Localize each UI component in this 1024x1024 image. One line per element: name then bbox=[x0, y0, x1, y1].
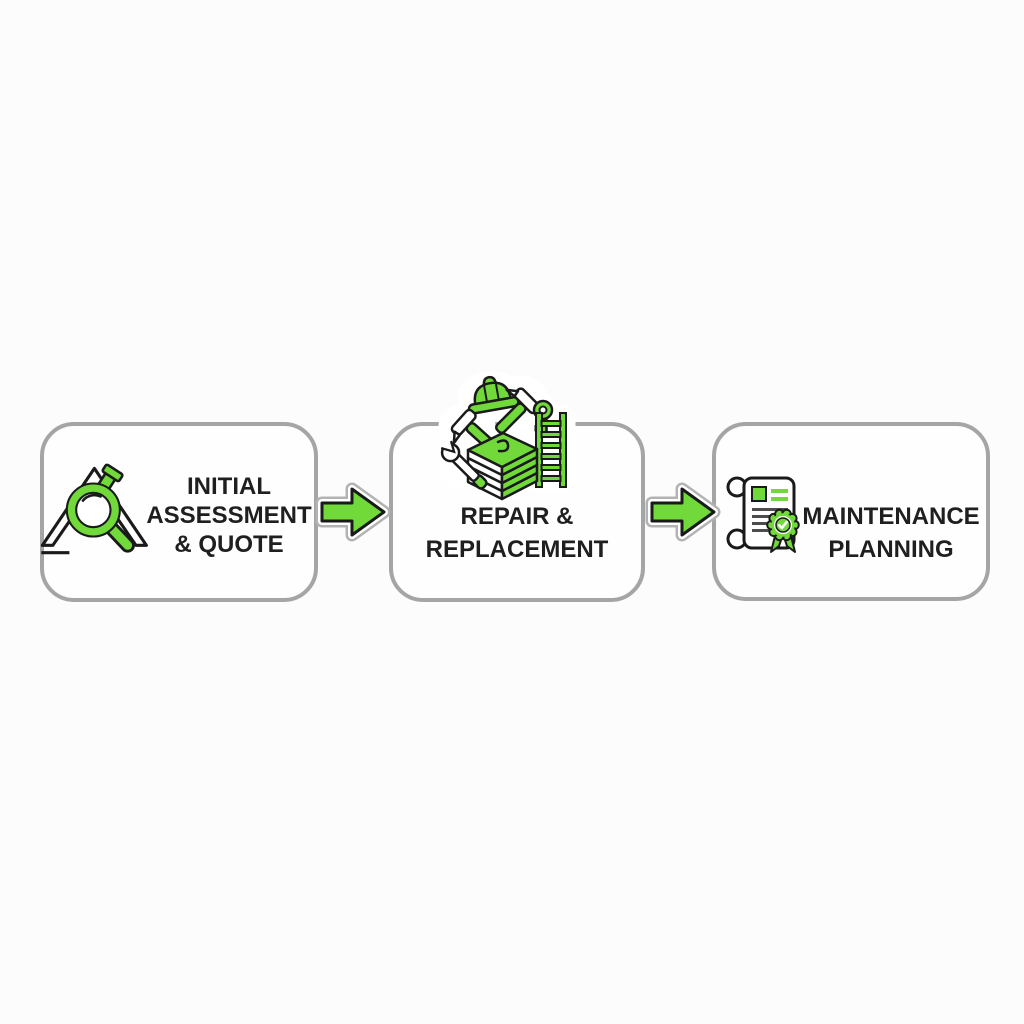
step-label-line: MAINTENANCE bbox=[802, 503, 980, 530]
hammer-icon bbox=[495, 387, 541, 434]
step-label-line: PLANNING bbox=[828, 536, 954, 563]
step-label: MAINTENANCE PLANNING bbox=[796, 500, 986, 566]
plan-scroll-certificate-icon bbox=[726, 476, 800, 553]
step-label-line: INITIAL bbox=[187, 473, 271, 500]
arrow-right-icon bbox=[315, 482, 391, 542]
construction-tools-icon bbox=[438, 371, 576, 502]
ladder-icon bbox=[535, 412, 567, 488]
wrench-icon bbox=[439, 438, 488, 490]
certified-badge-icon bbox=[766, 508, 800, 542]
arrow-right-icon bbox=[645, 482, 721, 542]
step-label: REPAIR & REPLACEMENT bbox=[393, 500, 641, 566]
step-label-line: REPLACEMENT bbox=[425, 536, 609, 563]
roof-inspection-magnifier-icon bbox=[40, 463, 148, 555]
step-label-line: ASSESSMENT bbox=[146, 502, 312, 529]
step-label-line: & QUOTE bbox=[174, 531, 284, 558]
step-label-line: REPAIR & bbox=[460, 503, 574, 530]
step-label: INITIAL ASSESSMENT & QUOTE bbox=[146, 472, 312, 559]
step-box-initial-assessment: INITIAL ASSESSMENT & QUOTE bbox=[40, 422, 318, 602]
